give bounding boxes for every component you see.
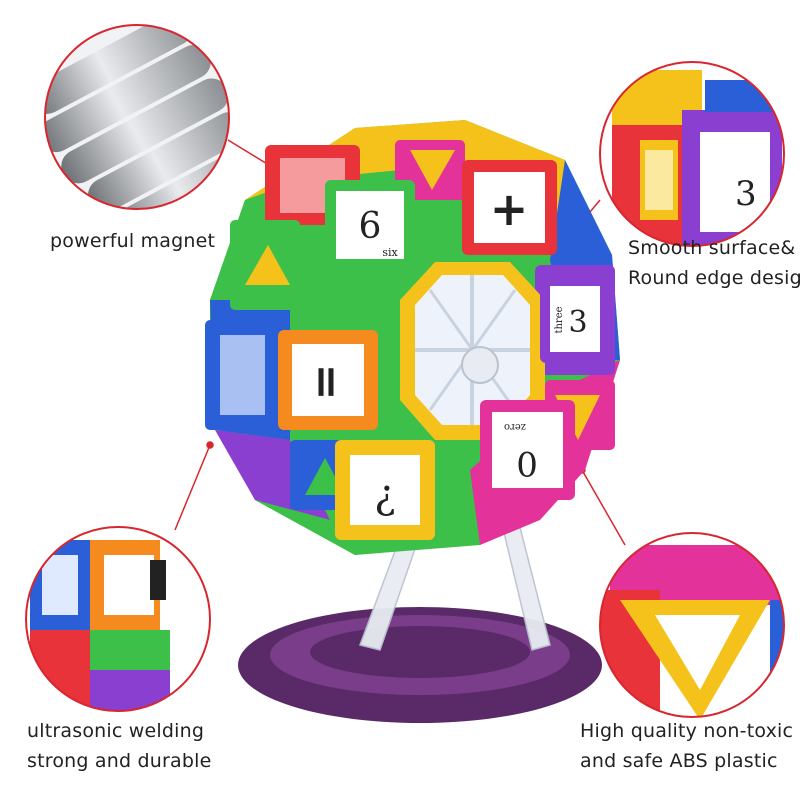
callout-abs-plastic (599, 532, 785, 718)
callout-magnet (44, 24, 230, 210)
tile-three-symbol: 3 (568, 305, 587, 340)
tile-zero: 0 zero (480, 400, 575, 500)
callout-line-welding (174, 444, 211, 531)
tile-three-word: three (554, 306, 565, 333)
three-digit-closeup: 3 (735, 174, 757, 214)
tile-question: ¿ (335, 440, 435, 540)
label-smooth-surface: Smooth surface& Round edge design (628, 233, 800, 293)
label-abs-plastic: High quality non-toxic and safe ABS plas… (580, 716, 793, 776)
label-ultrasonic-welding: ultrasonic welding strong and durable (27, 716, 211, 776)
tile-equals-symbol: = (301, 364, 352, 401)
tile-question-symbol: ¿ (374, 472, 395, 518)
callout-smooth-surface: 3 (599, 61, 785, 247)
tile-six-word: six (382, 246, 398, 259)
label-line: Round edge design (628, 267, 800, 289)
label-powerful-magnet: powerful magnet (50, 226, 215, 256)
tile-three: 3 three (540, 275, 610, 363)
label-line: and safe ABS plastic (580, 750, 778, 772)
tile-plus: + (462, 160, 557, 255)
label-line: strong and durable (27, 750, 212, 772)
label-line: Smooth surface& (628, 237, 796, 259)
tile-zero-word: zero (504, 421, 526, 432)
callout-welding (25, 526, 211, 712)
tile-six: 6 six (325, 180, 415, 270)
label-line: High quality non-toxic (580, 720, 794, 742)
label-line: ultrasonic welding (27, 720, 205, 742)
ferris-wheel-base (238, 607, 602, 723)
callout-line-abs (581, 469, 626, 546)
tile-plus-symbol: + (490, 182, 529, 236)
tile-equals: = (278, 330, 378, 430)
tile-zero-symbol: 0 (516, 443, 538, 483)
tile-six-symbol: 6 (359, 206, 382, 247)
label-line: powerful magnet (50, 230, 216, 252)
